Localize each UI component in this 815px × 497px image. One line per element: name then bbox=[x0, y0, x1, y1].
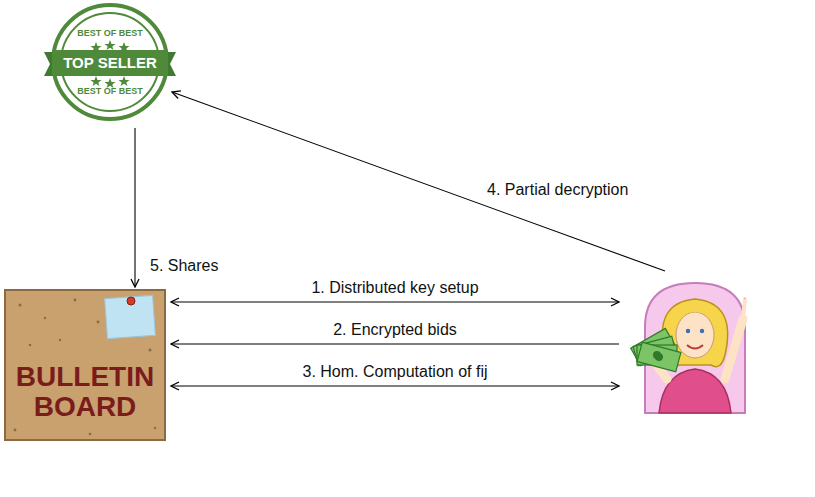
bulletin-board: BULLETIN BOARD bbox=[5, 290, 165, 440]
connector-arrow bbox=[172, 92, 665, 271]
stamp-badge: BEST OF BEST TOP SELLER BEST OF BEST bbox=[50, 2, 170, 124]
connector-arrow bbox=[171, 343, 619, 344]
stamp-ribbon-text: TOP SELLER bbox=[50, 52, 170, 74]
connector-arrow bbox=[171, 385, 619, 386]
stamp-text: BEST OF BEST bbox=[50, 28, 170, 39]
connector-label: 5. Shares bbox=[148, 256, 220, 276]
stamp-text: BEST OF BEST bbox=[50, 86, 170, 97]
connector-label: 1. Distributed key setup bbox=[309, 278, 480, 298]
connector-label: 2. Encrypted bids bbox=[331, 320, 459, 340]
bidder-illustration bbox=[631, 283, 745, 413]
bulletin-board-illustration bbox=[5, 290, 165, 440]
connector-label: 4. Partial decryption bbox=[485, 180, 630, 200]
stamp-illustration bbox=[44, 5, 176, 119]
connector-label: 3. Hom. Computation of fij bbox=[301, 362, 490, 382]
connector-arrow bbox=[171, 301, 619, 302]
board-title: BULLETIN BOARD bbox=[5, 362, 165, 422]
connector-arrow bbox=[134, 128, 135, 287]
bidder-figure bbox=[625, 275, 765, 415]
